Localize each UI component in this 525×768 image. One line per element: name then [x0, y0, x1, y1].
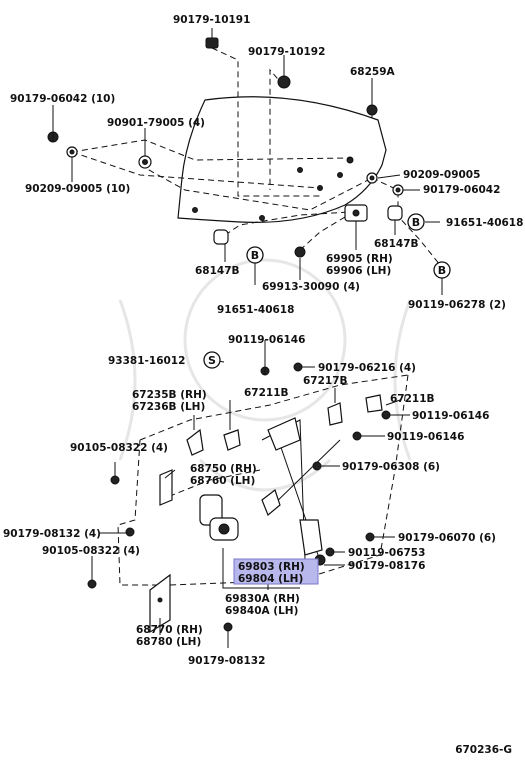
- label-90209-09005-10: 90209-09005 (10): [25, 183, 130, 195]
- label-90179-08132-4: 90179-08132 (4): [3, 528, 101, 540]
- label-67236b: 67236B (LH): [132, 401, 205, 413]
- label-67235b: 67235B (RH): [132, 389, 207, 401]
- label-69906: 69906 (LH): [326, 265, 391, 277]
- svg-text:B: B: [412, 216, 420, 229]
- washer-icon: [366, 172, 378, 184]
- label-69913-30090: 69913-30090 (4): [262, 281, 360, 293]
- ref-b-circle: B: [246, 246, 264, 264]
- label-90179-06070: 90179-06070 (6): [398, 532, 496, 544]
- ref-b-circle: B: [433, 261, 451, 279]
- door-glass: [177, 96, 387, 223]
- label-90105-08322-a: 90105-08322 (4): [70, 442, 168, 454]
- label-90119-06146-r2: 90119-06146: [387, 431, 464, 443]
- diagram-id: 670236-G: [455, 744, 512, 756]
- bolt-icon: [366, 104, 378, 116]
- label-90105-08322-b: 90105-08322 (4): [42, 545, 140, 557]
- label-69830a: 69830A (RH): [225, 593, 300, 605]
- label-90901-79005: 90901-79005 (4): [107, 117, 205, 129]
- hinge-bracket-icon: [159, 469, 173, 506]
- label-67211b-right: 67211B: [390, 393, 435, 405]
- washer-icon: [392, 184, 404, 196]
- label-91651-40618-right: 91651-40618: [446, 217, 523, 229]
- washer-icon: [66, 146, 78, 158]
- label-68780: 68780 (LH): [136, 636, 201, 648]
- label-90119-06753: 90119-06753: [348, 547, 425, 559]
- label-90179-10192: 90179-10192: [248, 46, 325, 58]
- label-90119-06146-top: 90119-06146: [228, 334, 305, 346]
- label-68770: 68770 (RH): [136, 624, 203, 636]
- ref-s-circle: S: [203, 351, 221, 369]
- label-90119-06146-r1: 90119-06146: [412, 410, 489, 422]
- label-91651-40618-bottom: 91651-40618: [217, 304, 294, 316]
- highlight-box: [233, 558, 319, 585]
- window-motor-icon: [199, 494, 239, 541]
- svg-text:S: S: [208, 354, 216, 367]
- label-69905: 69905 (RH): [326, 253, 393, 265]
- door-glass-group: B B B: [47, 28, 451, 295]
- label-90179-10191: 90179-10191: [173, 14, 250, 26]
- label-68147b-left: 68147B: [195, 265, 240, 277]
- stopper-icon: [327, 402, 343, 426]
- label-68750: 68750 (RH): [190, 463, 257, 475]
- label-90179-08176: 90179-08176: [348, 560, 425, 572]
- label-67211b-top: 67211B: [244, 387, 289, 399]
- spacer-icon: [387, 205, 403, 221]
- bolt-icon: [294, 246, 306, 258]
- label-67217b: 67217B: [303, 375, 348, 387]
- stopper-icon: [223, 429, 241, 451]
- bolt-icon: [205, 37, 219, 49]
- label-68259a: 68259A: [350, 66, 396, 78]
- label-90179-06216: 90179-06216 (4): [318, 362, 416, 374]
- label-90119-06278: 90119-06278 (2): [408, 299, 506, 311]
- label-69803: 69803 (RH): [238, 561, 305, 573]
- label-68760: 68760 (LH): [190, 475, 255, 487]
- ref-b-circle: B: [407, 213, 425, 231]
- label-90179-06042-10: 90179-06042 (10): [10, 93, 115, 105]
- label-90179-06308: 90179-06308 (6): [342, 461, 440, 473]
- label-69840a: 69840A (LH): [225, 605, 298, 617]
- label-90179-06042: 90179-06042: [423, 184, 500, 196]
- bolt-icon: [277, 75, 291, 89]
- svg-text:B: B: [251, 249, 259, 262]
- channel-bracket-icon: [149, 573, 171, 634]
- spacer-icon: [213, 229, 229, 245]
- roller-bracket-icon: [186, 428, 204, 456]
- label-69804: 69804 (LH): [238, 573, 303, 585]
- glass-clamp-icon: [344, 204, 368, 222]
- label-93381-16012: 93381-16012: [108, 355, 185, 367]
- label-90179-08132: 90179-08132: [188, 655, 265, 667]
- stopper-icon: [365, 394, 383, 413]
- svg-text:B: B: [438, 264, 446, 277]
- label-68147b-right: 68147B: [374, 238, 419, 250]
- washer-icon: [138, 155, 152, 169]
- label-90209-09005: 90209-09005: [403, 169, 480, 181]
